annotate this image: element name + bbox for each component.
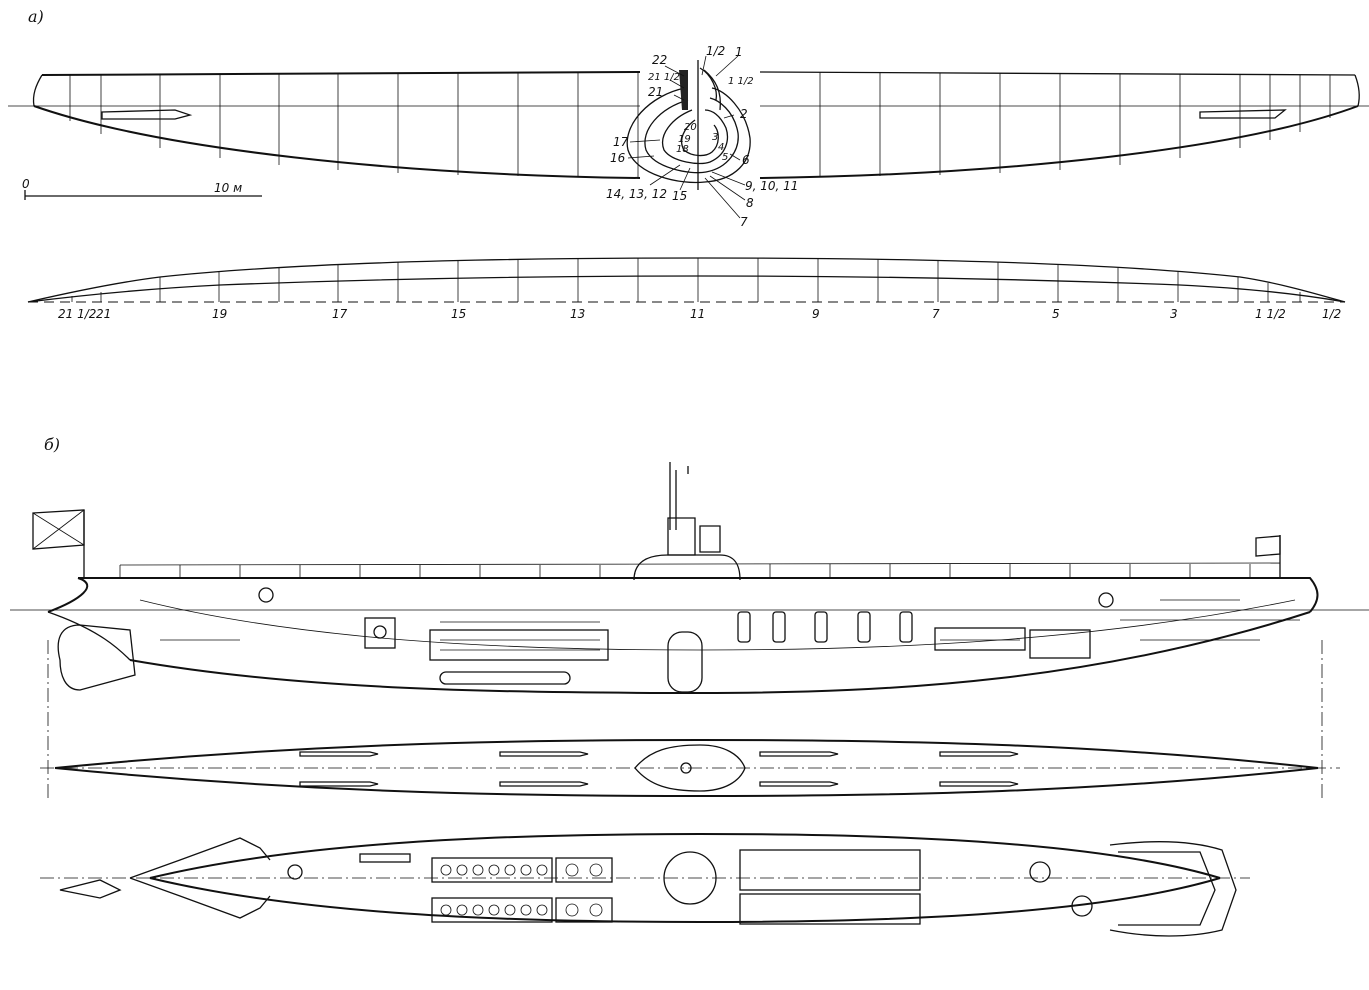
bp-label-4: 4: [718, 142, 724, 153]
bp-label-18: 18: [676, 144, 689, 155]
hb-station-21: 21: [96, 307, 111, 321]
bp-label-22: 22: [652, 53, 667, 67]
bp-label-6: 6: [742, 153, 750, 167]
hb-station-9: 9: [812, 307, 820, 321]
hb-station-21-5: 21 1/2: [58, 307, 96, 321]
hb-station-0-5: 1/2: [1322, 307, 1341, 321]
bp-label-19: 19: [678, 134, 691, 145]
bp-label-15: 15: [672, 189, 687, 203]
deck-plan: [40, 738, 1340, 798]
bp-label-7: 7: [740, 215, 748, 229]
bp-label-20: 20: [684, 122, 697, 133]
hb-station-5: 5: [1052, 307, 1060, 321]
bp-label-17: 17: [613, 135, 629, 149]
bp-label-5: 5: [722, 152, 728, 163]
bp-label-14-13-12: 14, 13, 12: [606, 187, 667, 201]
profile-plan: [8, 71, 1369, 179]
scale-zero: 0: [22, 177, 30, 191]
scale-bar: 0 10 м: [22, 177, 262, 200]
hb-station-1-5: 1 1/2: [1255, 307, 1286, 321]
bp-label-1-5: 1 1/2: [728, 76, 754, 87]
bp-label-2: 2: [740, 107, 748, 121]
body-plan: 22 1/2 1 21 1/2 1 1/2 21 20 2 3 17 19 18…: [606, 44, 798, 229]
hb-station-7: 7: [932, 307, 940, 321]
bp-label-3: 3: [712, 132, 718, 143]
hb-station-17: 17: [332, 307, 348, 321]
hb-station-13: 13: [570, 307, 585, 321]
half-breadth-plan: 21 1/2 21 19 17 15 13 11 9 7 5 3 1 1/2 1…: [27, 257, 1346, 321]
panel-a-label: а): [28, 7, 44, 26]
hb-station-15: 15: [451, 307, 466, 321]
bp-label-9-10-11: 9, 10, 11: [745, 179, 798, 193]
inboard-profile: [10, 462, 1369, 800]
bp-label-8: 8: [746, 196, 754, 210]
bp-label-half: 1/2: [706, 44, 725, 58]
hb-station-3: 3: [1170, 307, 1178, 321]
hb-station-11: 11: [690, 307, 705, 321]
bp-label-1: 1: [735, 45, 743, 59]
internal-plan: [40, 832, 1250, 937]
panel-b-label: б): [44, 435, 60, 454]
hb-station-19: 19: [212, 307, 227, 321]
bp-label-21-5: 21 1/2: [648, 72, 680, 83]
scale-ten: 10 м: [214, 181, 242, 195]
bp-label-21: 21: [648, 85, 663, 99]
bp-label-16: 16: [610, 151, 626, 165]
